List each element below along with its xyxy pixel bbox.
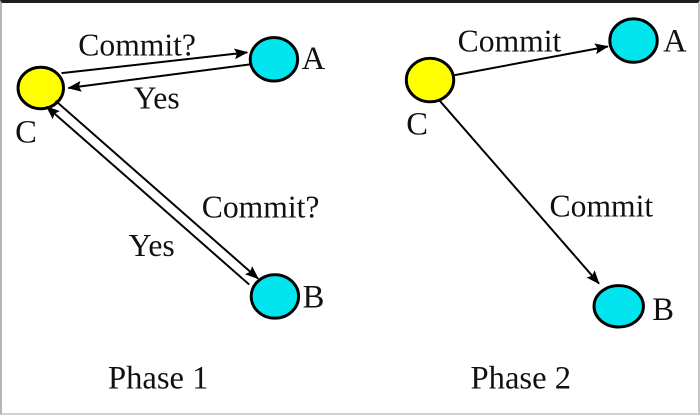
message-label-commit-a-phase1: Commit? bbox=[78, 27, 196, 62]
message-label-commit-a-phase2: Commit bbox=[458, 23, 562, 58]
node-label-c-phase1: C bbox=[15, 114, 37, 150]
coordinator-node-c-phase2 bbox=[404, 56, 456, 104]
node-label-b-phase2: B bbox=[652, 292, 674, 328]
arrow-yes-reply-from-a-phase1 bbox=[67, 63, 252, 92]
arrow-commit-to-b-phase2 bbox=[438, 99, 600, 285]
phase2-caption: Phase 2 bbox=[471, 360, 571, 396]
message-label-commit-b-phase1: Commit? bbox=[202, 189, 320, 224]
message-label-commit-b-phase2: Commit bbox=[550, 188, 654, 223]
node-label-b-phase1: B bbox=[303, 279, 325, 315]
message-label-yes-a-phase1: Yes bbox=[134, 81, 180, 116]
participant-node-a-phase2 bbox=[608, 17, 659, 64]
coordinator-node-c-phase1 bbox=[16, 65, 65, 111]
participant-node-b-phase1 bbox=[249, 273, 301, 320]
participant-node-a-phase1 bbox=[248, 36, 300, 83]
message-label-yes-b-phase1: Yes bbox=[129, 228, 175, 263]
node-label-a-phase2: A bbox=[663, 23, 687, 59]
phase2-group: Commit Commit A C B Phase 2 bbox=[404, 17, 687, 396]
phase1-caption: Phase 1 bbox=[108, 360, 209, 396]
phase1-group: Commit? Yes Commit? Yes A C B Phase 1 bbox=[15, 27, 326, 396]
participant-node-b-phase2 bbox=[592, 284, 645, 329]
arrow-commit-request-to-b-phase1 bbox=[54, 100, 259, 280]
two-phase-commit-diagram: Commit? Yes Commit? Yes A C B Phase 1 Co… bbox=[15, 17, 687, 396]
arrow-commit-request-to-a-phase1 bbox=[61, 48, 249, 75]
arrow-yes-reply-from-b-phase1 bbox=[45, 105, 250, 286]
node-label-c-phase2: C bbox=[406, 106, 428, 142]
node-label-a-phase1: A bbox=[302, 41, 326, 77]
arrow-commit-to-a-phase2 bbox=[454, 43, 609, 77]
